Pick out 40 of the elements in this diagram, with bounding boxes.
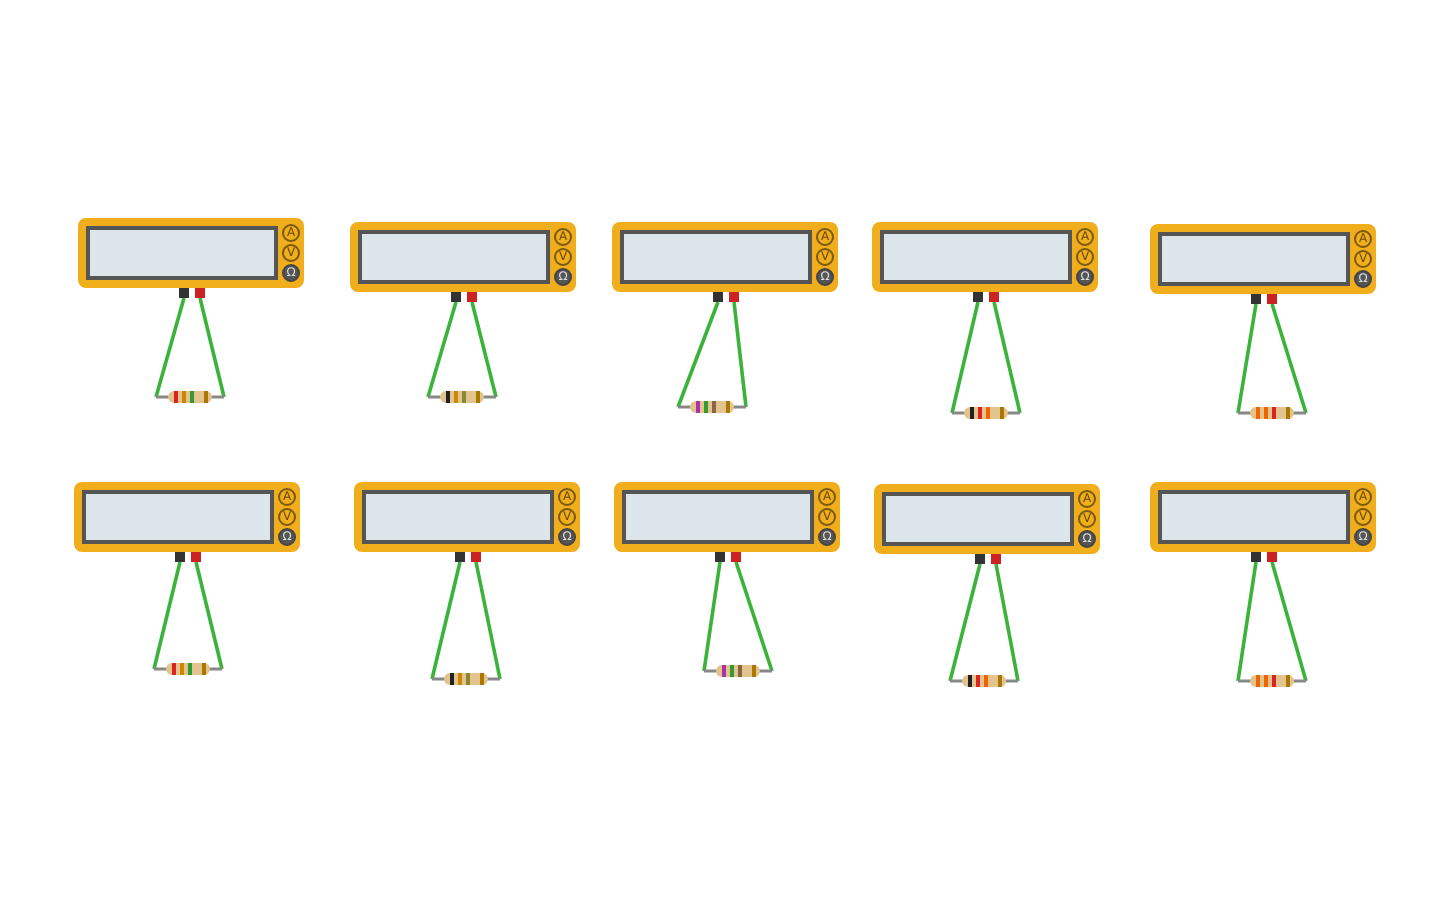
multimeter-drawing bbox=[1150, 482, 1376, 562]
resistor-drawing bbox=[428, 390, 496, 404]
resistor-drawing bbox=[704, 664, 772, 678]
resistor-drawing bbox=[1238, 406, 1306, 420]
resistor-drawing bbox=[1238, 674, 1306, 688]
test-lead-wire bbox=[992, 301, 1022, 414]
test-lead-wire bbox=[994, 563, 1020, 682]
multimeter-drawing bbox=[74, 482, 300, 562]
multimeter-drawing bbox=[614, 482, 840, 562]
resistor-drawing bbox=[952, 406, 1020, 420]
multimeter-drawing bbox=[872, 222, 1098, 302]
test-lead-wire bbox=[470, 301, 498, 398]
test-lead-wire bbox=[474, 561, 502, 680]
test-lead-wire bbox=[154, 297, 186, 398]
test-lead-wire bbox=[194, 561, 224, 670]
test-lead-wire bbox=[702, 561, 722, 672]
test-lead-wire bbox=[948, 563, 982, 682]
resistor-drawing bbox=[154, 662, 222, 676]
multimeter-drawing bbox=[78, 218, 304, 298]
test-lead-wire bbox=[426, 301, 458, 398]
multimeter-drawing bbox=[1150, 224, 1376, 304]
test-lead-wire bbox=[676, 301, 720, 408]
test-lead-wire bbox=[1270, 303, 1308, 414]
resistor-drawing bbox=[678, 400, 746, 414]
multimeter-drawing bbox=[350, 222, 576, 302]
test-lead-wire bbox=[732, 301, 748, 408]
test-lead-wire bbox=[950, 301, 980, 414]
test-lead-wire bbox=[198, 297, 226, 398]
resistor-drawing bbox=[156, 390, 224, 404]
multimeter-drawing bbox=[874, 484, 1100, 564]
resistor-drawing bbox=[950, 674, 1018, 688]
test-lead-wire bbox=[152, 561, 182, 670]
test-lead-wire bbox=[1236, 561, 1258, 682]
test-lead-wire bbox=[1270, 561, 1308, 682]
resistor-drawing bbox=[432, 672, 500, 686]
test-lead-wire bbox=[734, 561, 774, 672]
multimeter-drawing bbox=[612, 222, 838, 302]
test-lead-wire bbox=[430, 561, 462, 680]
test-lead-wire bbox=[1236, 303, 1258, 414]
multimeter-drawing bbox=[354, 482, 580, 562]
